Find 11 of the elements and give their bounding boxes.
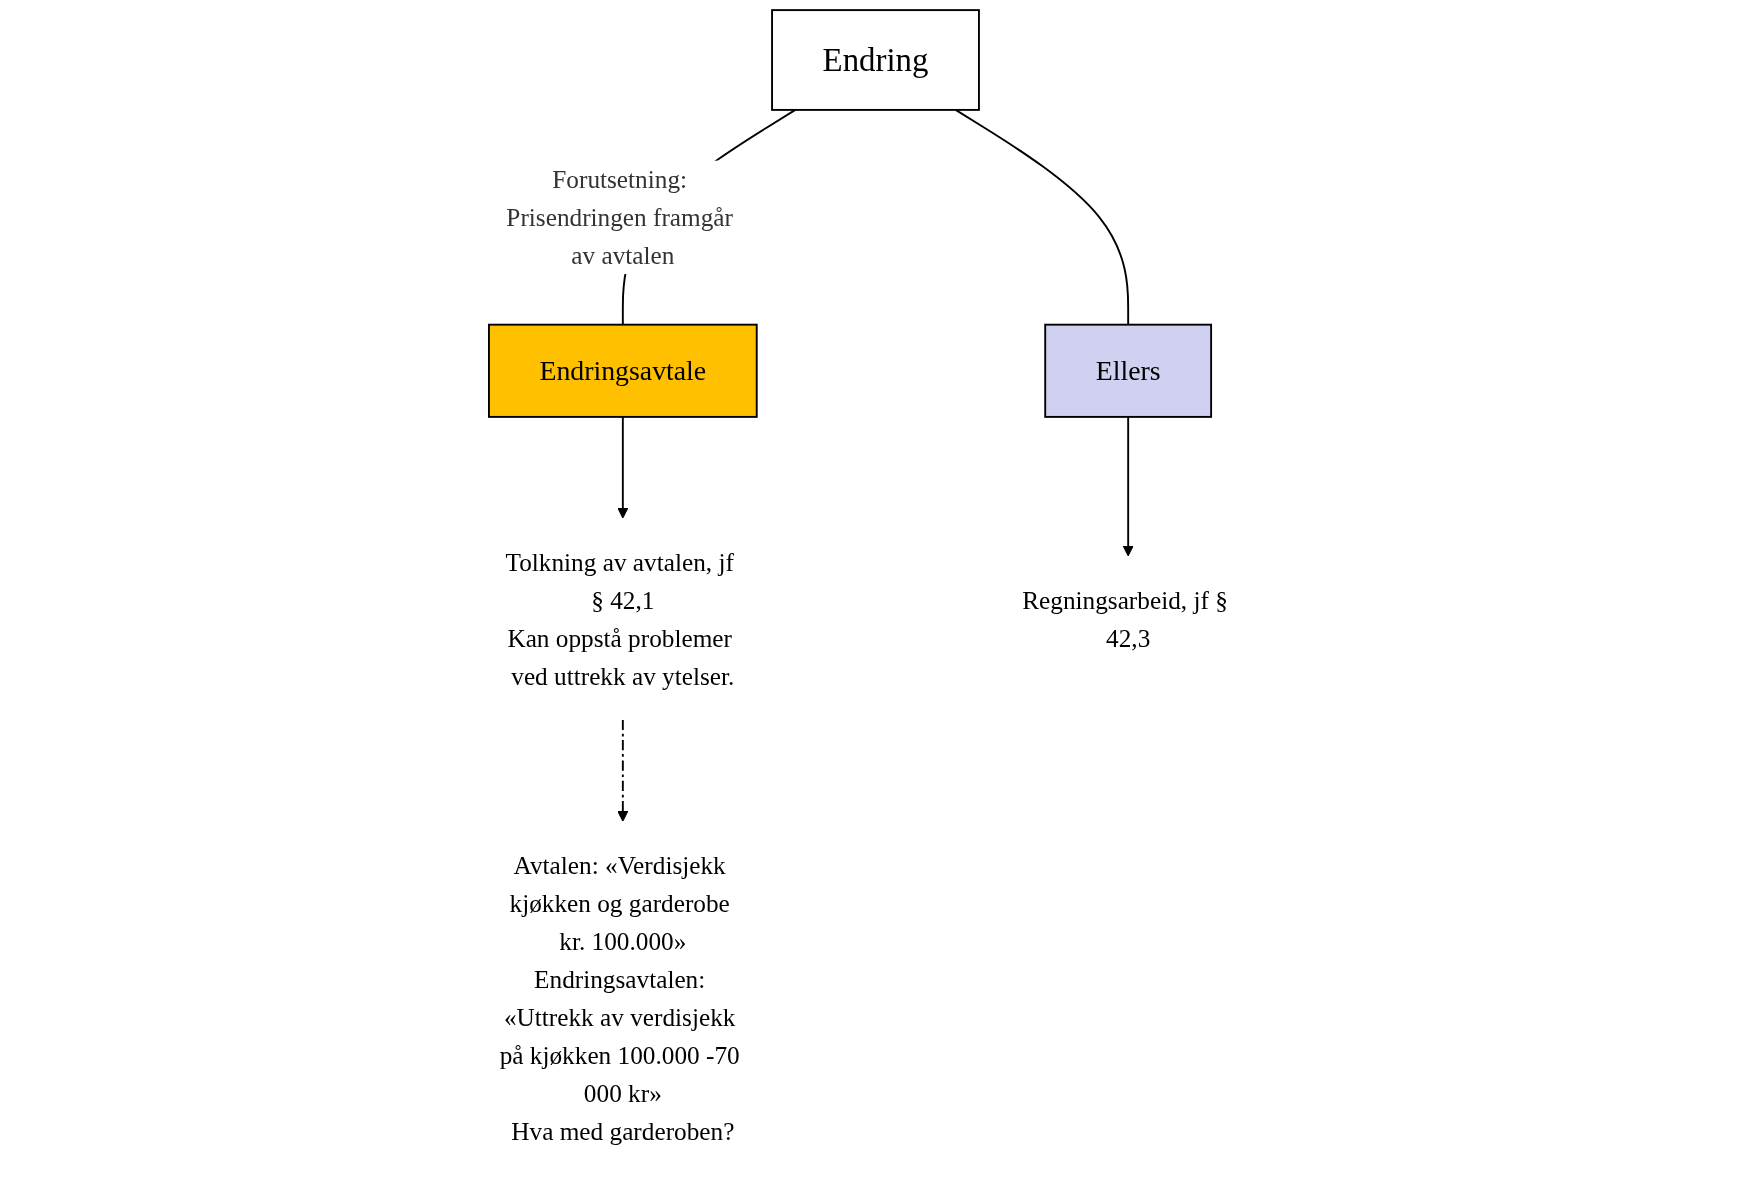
edge-label: Forutsetning: Prisendringen framgår av avtalen [506, 165, 733, 270]
arrow [617, 719, 629, 822]
node-box: Endring [771, 9, 980, 111]
node-box: Ellers [1044, 323, 1213, 418]
node-text: Regningsarbeid, jf § 42,3 [1022, 586, 1228, 652]
arrow [617, 415, 629, 519]
node-text: Tolkning av avtalen, jf § 42,1 Kan oppstå problemer ved uttrekk av ytelser. [505, 548, 735, 690]
connector [954, 108, 1130, 326]
node-box: Endringsavtale [488, 323, 758, 418]
node-text: Avtalen: «Verdisjekk kjøkken og garderobe kr. 100.000» Endringsavtalen: «Uttrekk av verdisjekk på kjøkken 100.000 -70 000 kr» Hva med garderoben? [499, 851, 740, 1145]
arrow [1122, 415, 1134, 557]
